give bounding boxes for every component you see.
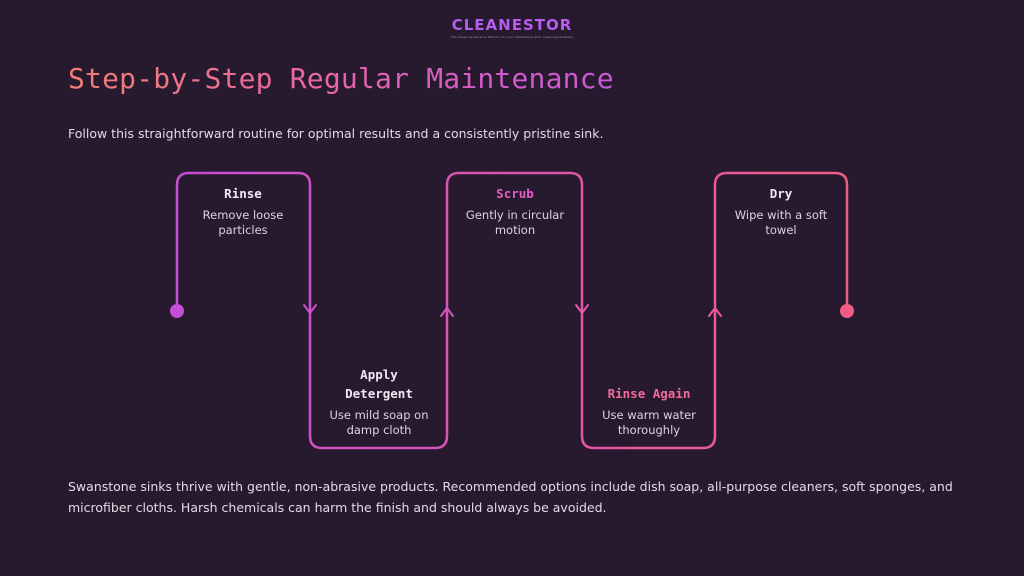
brand-tagline: The Cleaning Service Hub for all your Sw… [450,35,574,39]
step-description: Gently in circular motion [465,208,565,237]
arrow-down-icon [575,304,589,314]
brand-logo: CLEANESTOR The Cleaning Service Hub for … [0,16,1024,39]
step-description: Use warm water thoroughly [602,408,696,437]
arrow-up-icon [708,307,722,317]
step-title: Dry [769,186,793,201]
step-title: Rinse [224,186,262,201]
brand-name: CLEANESTOR [0,16,1024,34]
step-description: Remove loose particles [202,208,284,237]
step-rinse-again: Rinse Again Use warm water thoroughly [584,384,714,437]
step-description: Use mild soap on damp cloth [329,408,429,437]
flow-end-dot [840,304,854,318]
page-subtitle: Follow this straightforward routine for … [68,126,604,141]
step-apply-detergent: Apply Detergent Use mild soap on damp cl… [314,365,444,437]
step-title: Scrub [496,186,534,201]
step-title: Rinse Again [607,386,691,401]
page-title: Step-by-Step Regular Maintenance [68,62,614,95]
step-description: Wipe with a soft towel [734,208,828,237]
arrow-down-icon [303,304,317,314]
flow-path [175,171,849,450]
step-title: Apply Detergent [345,367,413,401]
step-dry: Dry Wipe with a soft towel [716,184,846,237]
flow-start-dot [170,304,184,318]
step-rinse: Rinse Remove loose particles [178,184,308,237]
arrow-up-icon [440,307,454,317]
step-scrub: Scrub Gently in circular motion [450,184,580,237]
footer-note: Swanstone sinks thrive with gentle, non-… [68,479,953,515]
